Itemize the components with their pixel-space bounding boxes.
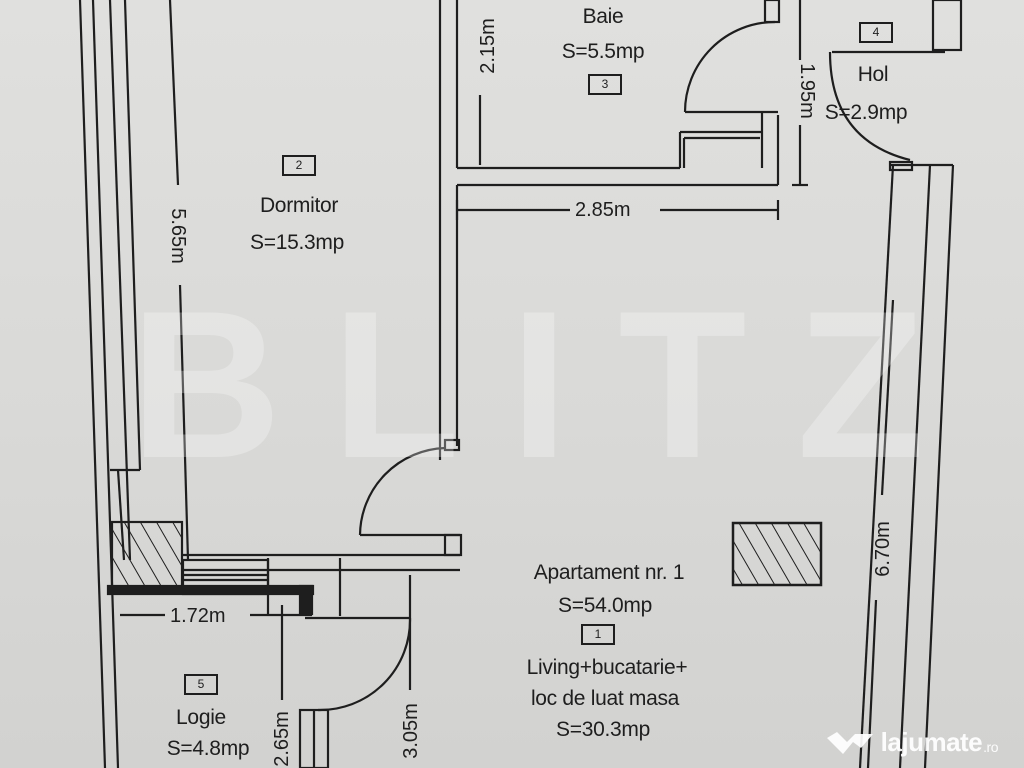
room-living-name-line2: loc de luat masa [530,687,680,710]
dim-living-lower: 3.05m [399,703,422,759]
room-baie-area: S=5.5mp [561,40,645,63]
room-hol-area: S=2.9mp [824,101,908,124]
dim-dormitor-height: 5.65m [166,208,189,264]
brand-name: lajumate [880,727,983,757]
room-logie-name: Logie [176,706,226,729]
lajumate-logo-icon [826,731,873,754]
room-dormitor-number: 2 [282,155,316,176]
room-hol-number: 4 [859,22,893,43]
room-living-name: Living+bucatarie+ [526,656,688,679]
brand-tld: .ro [983,738,998,755]
room-baie-number: 3 [588,74,622,95]
dim-logie-height: 2.65m [270,711,293,767]
apartment-title: Apartament nr. 1 [533,561,685,584]
room-baie-name: Baie [582,5,624,28]
dim-hol-height: 1.95m [795,63,818,119]
dim-logie-width: 1.72m [170,605,226,627]
room-dormitor-name: Dormitor [259,194,339,217]
room-living-area: S=30.3mp [556,718,650,741]
lajumate-watermark: lajumate .ro [825,727,998,758]
room-logie-area: S=4.8mp [166,737,250,760]
apartment-total-area: S=54.0mp [558,594,652,617]
room-hol-name: Hol [857,63,889,86]
dim-living-height: 6.70m [871,521,894,577]
room-dormitor-area: S=15.3mp [250,231,344,254]
dim-baie-width: 2.85m [575,199,631,221]
room-logie-number: 5 [184,674,218,695]
dim-baie-height: 2.15m [476,18,499,74]
watermark-blitz: BLITZ [130,267,975,502]
room-living-number: 1 [581,624,615,645]
